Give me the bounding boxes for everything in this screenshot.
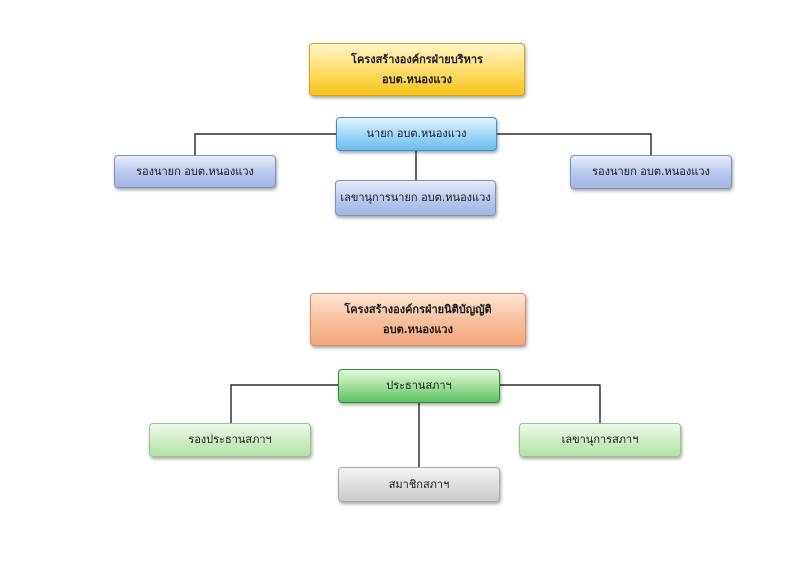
legislative-structure-title: โครงสร้างองค์กรฝ่ายนิติบัญญัติ อบต.หนองแ… (310, 293, 526, 346)
legislative-title-line2: อบต.หนองแวง (383, 322, 453, 336)
executive-title-line2: อบต.หนองแวง (382, 72, 452, 86)
executive-head-box: นายก อบต.หนองแวง (336, 117, 497, 151)
legislative-chair-box: ประธานสภาฯ (338, 369, 500, 403)
legislative-secretary-box: เลขานุการสภาฯ (519, 423, 681, 457)
legislative-title-line1: โครงสร้างองค์กรฝ่ายนิติบัญญัติ (344, 302, 492, 316)
executive-structure-title: โครงสร้างองค์กรฝ่ายบริหาร อบต.หนองแวง (309, 43, 525, 96)
executive-head-label: นายก อบต.หนองแวง (366, 127, 467, 140)
legislative-secretary-label: เลขานุการสภาฯ (561, 433, 639, 446)
executive-deputy-right-label: รองนายก อบต.หนองแวง (592, 165, 710, 178)
connector-head-to-left-deputy (194, 133, 336, 155)
legislative-vice-chair-label: รองประธานสภาฯ (188, 433, 272, 446)
executive-secretary-box: เลขานุการนายก อบต.หนองแวง (335, 180, 496, 216)
legislative-chair-label: ประธานสภาฯ (386, 379, 452, 392)
connector-head-to-right-deputy (497, 133, 652, 155)
executive-deputy-left-box: รองนายก อบต.หนองแวง (114, 155, 276, 188)
connector-chair-to-secretary (500, 384, 601, 423)
legislative-vice-chair-box: รองประธานสภาฯ (149, 423, 311, 457)
executive-deputy-left-label: รองนายก อบต.หนองแวง (136, 164, 254, 178)
executive-deputy-right-box: รองนายก อบต.หนองแวง (570, 155, 732, 189)
executive-secretary-label: เลขานุการนายก อบต.หนองแวง (340, 191, 491, 204)
legislative-member-label: สมาชิกสภาฯ (388, 477, 450, 491)
legislative-member-box: สมาชิกสภาฯ (338, 467, 500, 502)
connector-chair-to-vice-chair (230, 384, 338, 423)
executive-title-line1: โครงสร้างองค์กรฝ่ายบริหาร (351, 52, 483, 66)
